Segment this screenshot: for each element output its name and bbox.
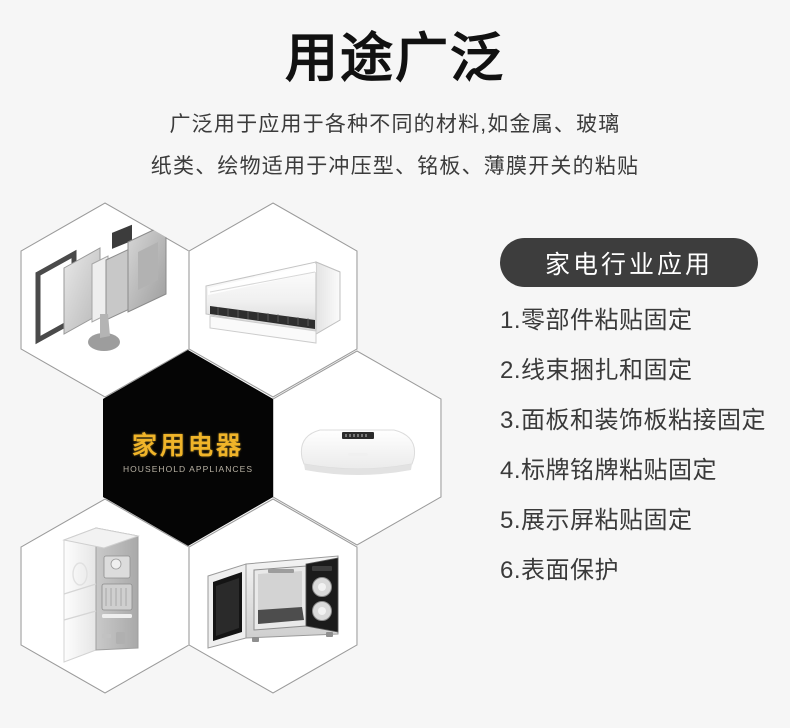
application-list: 1.零部件粘贴固定 2.线束捆扎和固定 3.面板和装饰板粘接固定 4.标牌铭牌粘…: [500, 306, 785, 606]
hex-cell-refrigerator[interactable]: [20, 498, 190, 694]
subtitle-line-2: 纸类、绘物适用于冲压型、铭板、薄膜开关的粘贴: [150, 155, 640, 178]
badge-label: 家电行业应用: [544, 250, 713, 279]
list-item: 2.线束捆扎和固定: [500, 357, 693, 384]
brand-label-en: HOUSEHOLD APPLIANCES: [122, 463, 254, 474]
status-badge: 家电行业应用: [500, 238, 758, 287]
hex-cell-microwave-oven[interactable]: [188, 498, 358, 694]
subtitle-line-1: 广泛用于应用于各种不同的材料,如金属、玻璃: [169, 113, 621, 136]
list-item: 5.展示屏粘贴固定: [500, 507, 693, 534]
list-item: 6.表面保护: [500, 557, 620, 584]
list-item: 4.标牌铭牌粘贴固定: [500, 457, 718, 484]
brand-label-group: 家用电器 HOUSEHOLD APPLIANCES: [123, 431, 253, 474]
list-item: 1.零部件粘贴固定: [500, 307, 693, 334]
brand-label-cn: 家用电器: [131, 431, 244, 460]
list-item: 3.面板和装饰板粘接固定: [500, 407, 767, 434]
page-title: 用途广泛: [285, 29, 505, 88]
hexagon-gallery: 家用电器 HOUSEHOLD APPLIANCES: [20, 202, 442, 694]
